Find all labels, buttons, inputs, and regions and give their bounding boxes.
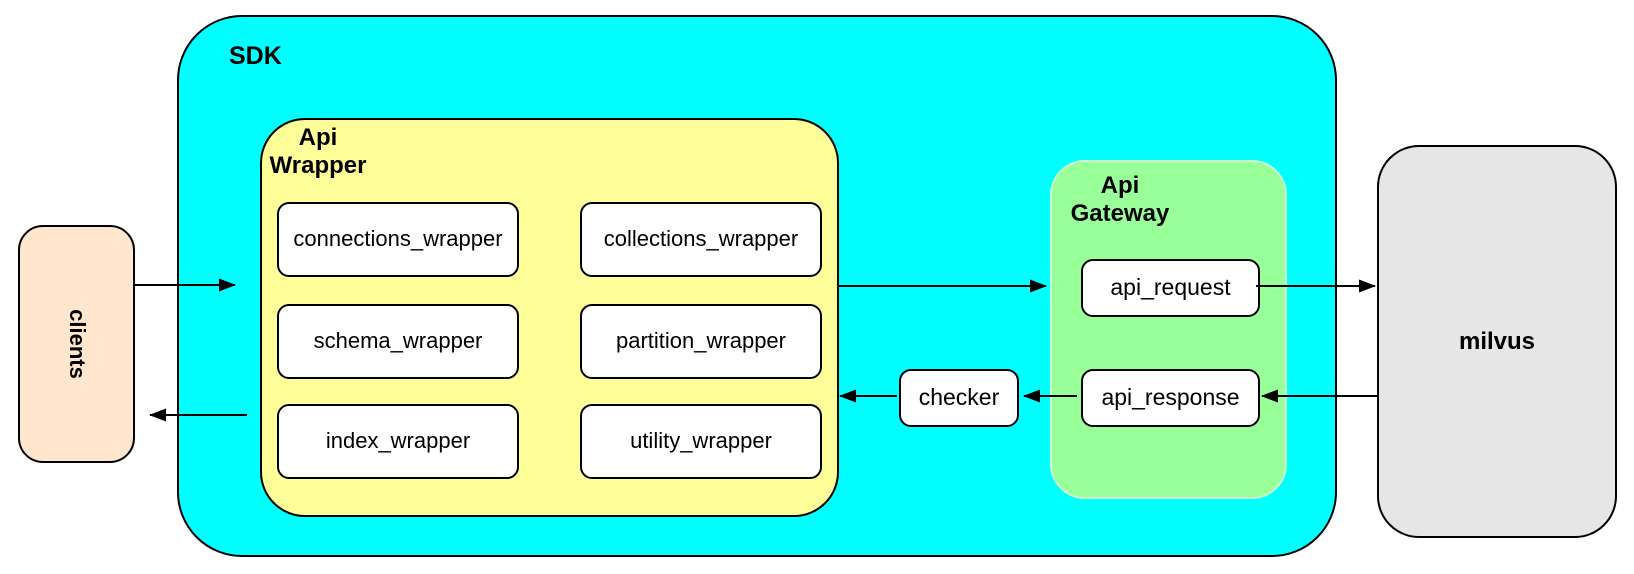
- wrapper-node-index: index_wrapper: [277, 404, 519, 479]
- api-wrapper-label: Api Wrapper: [269, 124, 367, 179]
- wrapper-node-label: partition_wrapper: [616, 328, 786, 354]
- wrapper-node-connections: connections_wrapper: [277, 202, 519, 277]
- checker-label: checker: [918, 384, 1000, 411]
- checker-node: checker: [899, 369, 1019, 427]
- wrapper-node-utility: utility_wrapper: [580, 404, 822, 479]
- milvus-label: milvus: [1458, 327, 1536, 355]
- api-gateway-label: Api Gateway: [1070, 172, 1170, 227]
- wrapper-node-collections: collections_wrapper: [580, 202, 822, 277]
- wrapper-node-label: connections_wrapper: [293, 226, 503, 252]
- milvus-node: milvus: [1377, 145, 1617, 538]
- wrapper-node-label: schema_wrapper: [313, 328, 483, 354]
- api-request-node: api_request: [1081, 259, 1260, 317]
- clients-label: clients: [64, 309, 90, 379]
- api-request-label: api_request: [1110, 274, 1231, 301]
- sdk-label: SDK: [229, 42, 282, 70]
- api-gateway-container: Api Gateway api_request api_response: [1050, 160, 1287, 499]
- wrapper-node-partition: partition_wrapper: [580, 304, 822, 379]
- wrapper-node-schema: schema_wrapper: [277, 304, 519, 379]
- api-response-node: api_response: [1081, 369, 1260, 427]
- sdk-container: SDK Api Wrapper connections_wrapper coll…: [177, 15, 1337, 557]
- wrapper-node-label: index_wrapper: [325, 428, 471, 454]
- wrapper-node-label: utility_wrapper: [630, 428, 772, 454]
- wrapper-node-label: collections_wrapper: [603, 226, 799, 252]
- api-response-label: api_response: [1101, 384, 1240, 411]
- clients-node: clients: [18, 225, 135, 463]
- api-wrapper-container: Api Wrapper connections_wrapper collecti…: [260, 118, 839, 517]
